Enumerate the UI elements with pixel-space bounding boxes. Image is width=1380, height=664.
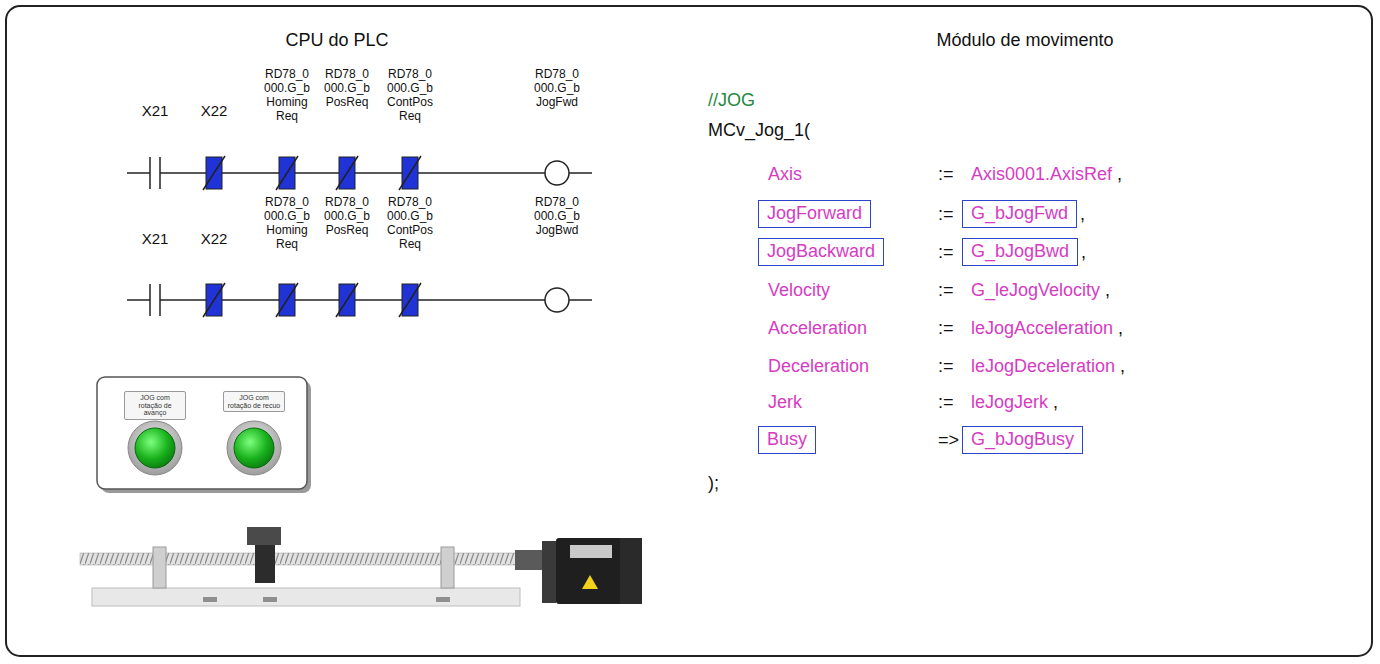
code-token: MCv_Jog_1( xyxy=(708,120,810,141)
nc-contact xyxy=(399,283,421,317)
push-button xyxy=(227,421,281,475)
code-token: //JOG xyxy=(708,90,755,111)
code-token: := xyxy=(938,392,954,413)
signal-name: X21 xyxy=(142,102,169,119)
nc-contact xyxy=(336,156,358,190)
section-heading: Módulo de movimento xyxy=(936,30,1113,51)
rung-wire xyxy=(127,299,592,301)
code-token: G_bJogBusy xyxy=(971,429,1074,451)
coil xyxy=(545,161,569,185)
code-token: := xyxy=(938,164,954,185)
code-token: => xyxy=(938,430,959,451)
code-token: , xyxy=(1080,204,1085,225)
button-label: JOG com rotação de recuo xyxy=(227,394,281,409)
code-token: leJogDeceleration xyxy=(971,356,1115,377)
code-token: leJogJerk xyxy=(971,392,1048,413)
nc-contact xyxy=(399,156,421,190)
variable-box: G_bJogBusy xyxy=(962,426,1083,454)
button-label: JOG com rotação de avanço xyxy=(128,394,182,417)
signal-name: RD78_0 000.G_b JogBwd xyxy=(534,195,580,237)
signal-name: RD78_0 000.G_b Homing Req xyxy=(264,195,310,251)
code-token: Busy xyxy=(767,429,807,451)
button-panel xyxy=(97,377,307,489)
code-token: Velocity xyxy=(768,280,830,301)
code-token: , xyxy=(1053,392,1058,413)
section-heading: CPU do PLC xyxy=(285,30,388,51)
parameter-box: JogBackward xyxy=(758,238,884,266)
code-token: JogBackward xyxy=(767,241,875,263)
no-contact xyxy=(150,157,160,189)
code-token: JogForward xyxy=(767,203,862,225)
button-label-plate: JOG com rotação de avanço xyxy=(124,391,186,420)
code-token: Axis xyxy=(768,164,802,185)
code-token: := xyxy=(938,204,954,225)
signal-name: RD78_0 000.G_b PosReq xyxy=(324,67,370,109)
outer-frame xyxy=(6,6,1372,656)
code-token: , xyxy=(1117,164,1122,185)
ladder-diagram xyxy=(127,156,592,317)
code-token: Axis0001.AxisRef xyxy=(971,164,1112,185)
code-token: G_bJogFwd xyxy=(971,203,1068,225)
coil xyxy=(545,288,569,312)
code-token: := xyxy=(938,242,954,263)
code-token: , xyxy=(1081,242,1086,263)
push-button xyxy=(128,421,182,475)
signal-name: RD78_0 000.G_b Homing Req xyxy=(264,67,310,123)
signal-name: RD78_0 000.G_b ContPos Req xyxy=(387,67,433,123)
code-token: leJogAcceleration xyxy=(971,318,1113,339)
nc-contact xyxy=(203,156,225,190)
nc-contact xyxy=(276,156,298,190)
ball-screw xyxy=(80,527,642,606)
parameter-box: JogForward xyxy=(758,200,871,228)
signal-name: X22 xyxy=(201,230,228,247)
variable-box: G_bJogFwd xyxy=(962,200,1077,228)
code-token: Deceleration xyxy=(768,356,869,377)
code-token: := xyxy=(938,356,954,377)
no-contact xyxy=(150,284,160,316)
parameter-box: Busy xyxy=(758,426,816,454)
code-token: , xyxy=(1118,318,1123,339)
code-token: G_leJogVelocity xyxy=(971,280,1100,301)
nc-contact xyxy=(336,283,358,317)
button-label-plate: JOG com rotação de recuo xyxy=(223,391,285,412)
signal-name: RD78_0 000.G_b JogFwd xyxy=(534,67,580,109)
code-token: G_bJogBwd xyxy=(971,241,1069,263)
code-token: Acceleration xyxy=(768,318,867,339)
nc-contact xyxy=(203,283,225,317)
code-token: := xyxy=(938,280,954,301)
variable-box: G_bJogBwd xyxy=(962,238,1078,266)
code-token: , xyxy=(1105,280,1110,301)
signal-name: RD78_0 000.G_b ContPos Req xyxy=(387,195,433,251)
code-token: := xyxy=(938,318,954,339)
signal-name: X21 xyxy=(142,230,169,247)
signal-name: RD78_0 000.G_b PosReq xyxy=(324,195,370,237)
code-token: ); xyxy=(708,473,719,494)
nc-contact xyxy=(276,283,298,317)
rung-wire xyxy=(127,172,592,174)
code-token: , xyxy=(1120,356,1125,377)
code-token: Jerk xyxy=(768,392,802,413)
signal-name: X22 xyxy=(201,102,228,119)
